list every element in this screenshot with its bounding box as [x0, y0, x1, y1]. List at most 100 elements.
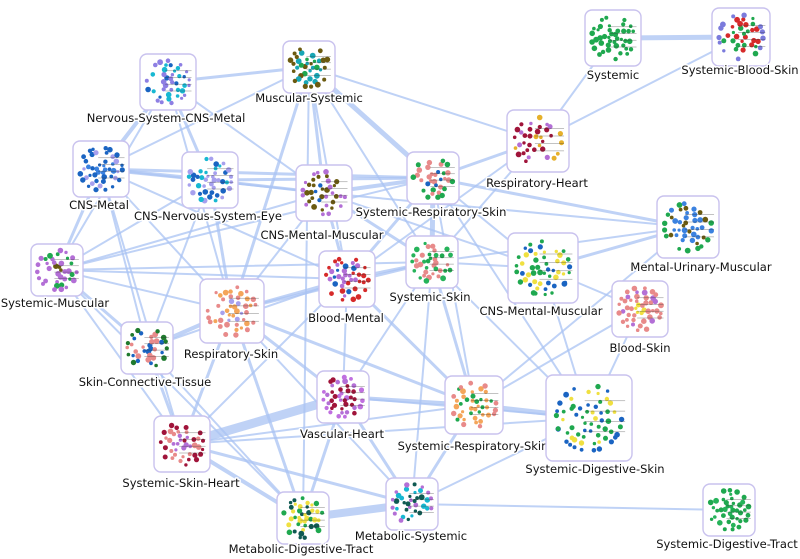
- node-muscular-systemic[interactable]: Muscular-Systemic: [254, 40, 364, 107]
- thumbnail-dot: [149, 334, 154, 339]
- edge-systemic-skin-to-metabolic-systemic: [411, 261, 433, 505]
- thumbnail-dot: [665, 212, 671, 217]
- thumbnail-dot: [361, 273, 367, 279]
- thumbnail-dot: [519, 261, 525, 266]
- thumbnail-dot: [522, 133, 528, 139]
- node-systemic-muscular[interactable]: Systemic-Muscular: [0, 243, 111, 312]
- thumbnail-dot: [109, 174, 114, 179]
- thumbnail-dot: [641, 318, 647, 325]
- thumbnail-dot: [214, 291, 218, 295]
- thumbnail-dot: [555, 151, 560, 156]
- thumbnail-dot: [669, 207, 674, 213]
- edge-metabolic-systemic-to-systemic-digestive-tract: [411, 503, 730, 511]
- node-blood-mental[interactable]: Blood-Mental: [307, 250, 385, 327]
- edge-systemic-respiratory-skin-1-to-systemic-respiratory-skin-2: [432, 177, 475, 406]
- node-systemic-skin[interactable]: Systemic-Skin: [388, 235, 472, 306]
- thumbnail-dot: [248, 303, 253, 308]
- thumbnail-dot: [174, 448, 178, 452]
- thumbnail-dot: [472, 415, 478, 421]
- node-nervous-system-cns-metal[interactable]: Nervous-System-CNS-Metal: [85, 53, 247, 127]
- node-mental-urinary-muscular[interactable]: Mental-Urinary-Muscular: [629, 195, 773, 276]
- thumbnail-dot: [553, 412, 560, 419]
- thumbnail-dot: [423, 278, 430, 284]
- thumbnail-dot: [623, 38, 628, 44]
- thumbnail-dot: [425, 194, 431, 200]
- thumbnail-dot: [181, 445, 187, 451]
- thumbnail-dot: [169, 449, 174, 453]
- thumbnail-dot: [345, 388, 351, 394]
- thumbnail-dot: [88, 173, 92, 177]
- thumbnail-dot: [634, 306, 638, 310]
- thumbnail-dot: [474, 420, 478, 425]
- thumbnail-dot: [723, 500, 729, 506]
- node-systemic-respiratory-skin-2[interactable]: Systemic-Respiratory-Skin: [396, 375, 550, 455]
- node-systemic-respiratory-skin-1[interactable]: Systemic-Respiratory-Skin: [354, 151, 508, 221]
- node-cns-metal[interactable]: CNS-Metal: [68, 140, 130, 214]
- thumbnail-dot: [328, 410, 333, 415]
- thumbnail-dot: [557, 400, 563, 406]
- thumbnail-dot: [205, 308, 210, 313]
- thumbnail-dot: [637, 323, 643, 329]
- thumbnail-dot: [414, 246, 420, 253]
- node-metabolic-systemic[interactable]: Metabolic-Systemic: [353, 477, 469, 545]
- thumbnail-dot: [325, 178, 331, 184]
- node-frame: [282, 40, 336, 94]
- thumbnail-dot: [435, 194, 441, 200]
- thumbnail-dot: [643, 326, 650, 332]
- node-cns-mental-muscular-2[interactable]: CNS-Mental-Muscular: [478, 232, 604, 320]
- thumbnail-dot: [211, 177, 217, 183]
- thumbnail-dot: [458, 402, 463, 406]
- thumbnail-dot: [470, 393, 476, 399]
- thumbnail-dot: [413, 502, 419, 508]
- thumbnail-dot: [677, 247, 682, 251]
- thumbnail-dot: [596, 28, 600, 32]
- thumbnail-dot: [755, 38, 761, 45]
- thumbnail-dot: [70, 277, 77, 284]
- thumbnail-dot: [577, 406, 583, 411]
- thumbnail-dot: [144, 78, 149, 83]
- thumbnail-dot: [351, 271, 355, 275]
- edge-systemic-respiratory-skin-1-to-systemic-muscular: [56, 177, 434, 271]
- node-systemic-digestive-skin[interactable]: Systemic-Digestive-Skin: [524, 374, 666, 478]
- thumbnail-dot: [216, 303, 221, 308]
- thumbnail-dot: [335, 262, 340, 267]
- thumbnail-dot: [519, 130, 524, 135]
- thumbnail-dot: [55, 252, 60, 257]
- node-blood-skin[interactable]: Blood-Skin: [608, 280, 672, 357]
- thumbnail-dot: [297, 518, 304, 524]
- thumbnail-dot: [612, 410, 617, 414]
- node-frame: [295, 164, 353, 222]
- thumbnail-dot: [325, 392, 330, 397]
- thumbnail-dot: [741, 17, 746, 22]
- thumbnail-dot: [187, 452, 192, 457]
- node-systemic-skin-heart[interactable]: Systemic-Skin-Heart: [121, 415, 242, 492]
- node-respiratory-heart[interactable]: Respiratory-Heart: [485, 109, 590, 192]
- thumbnail-dot: [553, 274, 559, 281]
- node-metabolic-digestive-tract[interactable]: Metabolic-Digestive-Tract: [227, 491, 375, 558]
- thumbnail-dot: [38, 255, 44, 261]
- thumbnail-dot: [702, 216, 709, 223]
- thumbnail-dot: [462, 417, 466, 422]
- thumbnail-dot: [166, 96, 172, 102]
- thumbnail-dot: [35, 269, 40, 275]
- node-vascular-heart[interactable]: Vascular-Heart: [298, 370, 386, 443]
- node-respiratory-skin[interactable]: Respiratory-Skin: [182, 278, 280, 363]
- thumbnail-dot: [425, 506, 430, 511]
- node-thumbnail: [300, 169, 348, 217]
- thumbnail-dot: [445, 263, 450, 267]
- node-thumbnail: [390, 482, 434, 523]
- node-systemic-blood-skin[interactable]: Systemic-Blood-Skin: [680, 7, 800, 79]
- thumbnail-dot: [315, 170, 320, 175]
- node-cns-mental-muscular-1[interactable]: CNS-Mental-Muscular: [259, 164, 385, 244]
- node-systemic-digestive-tract[interactable]: Systemic-Digestive-Tract: [655, 483, 800, 553]
- thumbnail-dot: [110, 167, 117, 174]
- thumbnail-dot: [542, 250, 547, 254]
- node-cns-nervous-system-eye[interactable]: CNS-Nervous-System-Eye: [133, 151, 283, 225]
- node-skin-connective-tissue[interactable]: Skin-Connective-Tissue: [77, 321, 213, 391]
- thumbnail-dot: [745, 512, 751, 518]
- thumbnail-dot: [668, 232, 674, 238]
- thumbnail-dot: [288, 500, 293, 505]
- node-systemic[interactable]: Systemic: [584, 9, 642, 84]
- thumbnail-dot: [161, 429, 167, 435]
